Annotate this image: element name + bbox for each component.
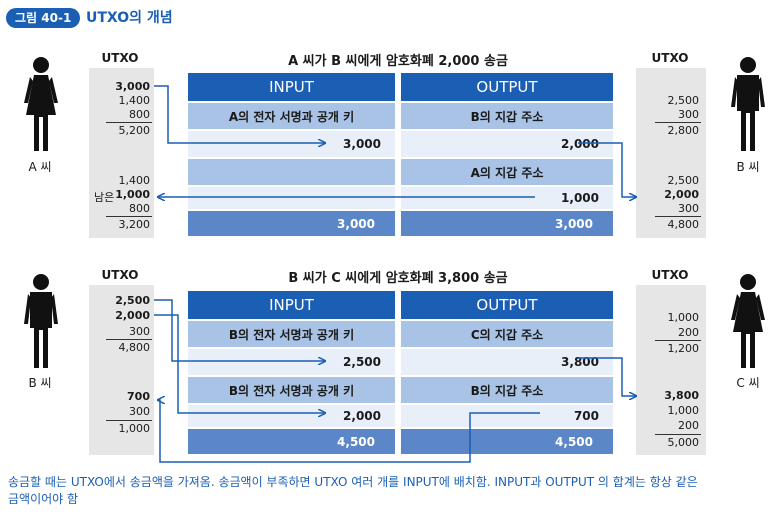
tx2-left-utxo-label: UTXO	[101, 268, 139, 282]
tx2-input-total: 4,500	[188, 429, 395, 454]
tx1-output-amount2: 1,000	[401, 187, 613, 209]
tx1-output-amount1: 2,000	[401, 131, 613, 157]
tx2-right-before-1: 1,000	[667, 311, 700, 324]
tx2-output-total: 4,500	[401, 429, 613, 454]
tx2-left-before-2: 2,000	[115, 309, 150, 322]
tx2-left-utxo-panel	[89, 285, 154, 455]
tx1-right-after-1: 2,500	[667, 174, 700, 187]
tx1-output-total: 3,000	[401, 211, 613, 236]
tx1-left-utxo-label: UTXO	[101, 51, 139, 65]
tx2-arrow-output-to-receiver	[578, 357, 636, 396]
tx1-input-header: INPUT	[188, 73, 395, 101]
tx1-output-header: OUTPUT	[401, 73, 613, 101]
tx2-output-addr1: C의 지갑 주소	[401, 321, 613, 347]
tx1-receiver-male-icon	[731, 57, 765, 151]
tx1-right-after-divider	[655, 216, 701, 217]
tx2-input-amount1: 2,500	[188, 349, 395, 375]
tx2-left-after-divider	[106, 420, 152, 421]
tx1-left-before-3: 800	[129, 108, 150, 121]
tx2-receiver-label: C 씨	[736, 376, 760, 390]
tx2-right-utxo-label: UTXO	[651, 268, 689, 282]
tx2-receiver-female-icon	[731, 274, 765, 368]
tx1-right-after-2: 2,000	[664, 188, 699, 201]
tx1-input-amount: 3,000	[188, 131, 395, 157]
tx1-right-before-2: 300	[678, 108, 699, 121]
tx1-input-empty	[188, 159, 395, 185]
tx2-title: B 씨가 C 씨에게 암호화폐 3,800 송금	[288, 271, 508, 286]
tx2-arrow-change-to-sender	[158, 400, 540, 463]
tx2-left-before-total: 4,800	[118, 341, 151, 354]
tx1-input-empty-amount	[188, 187, 395, 209]
tx2-output-addr2: B의 지갑 주소	[401, 377, 613, 403]
tx1-left-utxo-panel	[89, 68, 154, 238]
tx2-right-after-1: 3,800	[664, 389, 699, 402]
tx1-input-total: 3,000	[188, 211, 395, 236]
tx1-left-after-1: 1,400	[118, 174, 151, 187]
tx1-output-addr2: A의 지갑 주소	[401, 159, 613, 185]
tx1-right-utxo-label: UTXO	[651, 51, 689, 65]
tx1-sender-female-icon	[24, 57, 58, 151]
tx2-transaction-table: INPUT OUTPUT B의 전자 서명과 공개 키 C의 지갑 주소 2,5…	[188, 291, 613, 454]
tx1-transaction-table: INPUT OUTPUT A의 전자 서명과 공개 키 B의 지갑 주소 3,0…	[188, 73, 613, 236]
tx2-left-before-1: 2,500	[115, 294, 150, 307]
tx1-left-before-divider	[106, 122, 152, 123]
tx2-right-after-3: 200	[678, 419, 699, 432]
tx2-right-after-divider	[655, 434, 701, 435]
tx1-right-after-3: 300	[678, 202, 699, 215]
tx2-arrow-utxo2-to-input	[154, 314, 325, 413]
tx2-right-after-total: 5,000	[667, 436, 700, 449]
tx1-left-after-total: 3,200	[118, 218, 151, 231]
tx1-title: A 씨가 B 씨에게 암호화폐 2,000 송금	[288, 54, 508, 69]
tx1-left-before-2: 1,400	[118, 94, 151, 107]
tx2-right-before-divider	[655, 340, 701, 341]
tx1-left-after-2: 1,000	[115, 188, 150, 201]
tx2-input-key1: B의 전자 서명과 공개 키	[188, 321, 395, 347]
tx2-output-header: OUTPUT	[401, 291, 613, 319]
tx2-output-amount2: 700	[401, 405, 613, 427]
tx2-left-after-1: 700	[127, 390, 150, 403]
figure-badge: 그림 40-1	[6, 8, 81, 28]
tx1-receiver-label: B 씨	[736, 160, 760, 174]
tx2-right-utxo-panel	[636, 285, 706, 455]
tx1-right-before-total: 2,800	[667, 124, 700, 137]
tx1-right-after-total: 4,800	[667, 218, 700, 231]
tx2-input-amount2: 2,000	[188, 405, 395, 427]
tx2-left-after-total: 1,000	[118, 422, 151, 435]
tx2-input-key2: B의 전자 서명과 공개 키	[188, 377, 395, 403]
tx2-left-before-3: 300	[129, 325, 150, 338]
tx2-sender-male-icon	[24, 274, 58, 368]
tx1-arrow-utxo-to-input	[154, 85, 325, 143]
tx2-right-after-2: 1,000	[667, 404, 700, 417]
tx1-arrow-output-to-receiver	[578, 142, 636, 197]
tx1-output-addr1: B의 지갑 주소	[401, 103, 613, 129]
tx1-sender-label: A 씨	[28, 160, 52, 174]
figure-title: UTXO의 개념	[86, 10, 173, 26]
footnote: 송금할 때는 UTXO에서 송금액을 가져옴. 송금액이 부족하면 UTXO 여…	[8, 475, 698, 506]
tx1-left-after-3: 800	[129, 202, 150, 215]
tx2-input-header: INPUT	[188, 291, 395, 319]
tx1-left-before-total: 5,200	[118, 124, 151, 137]
tx2-left-before-divider	[106, 339, 152, 340]
tx2-left-after-2: 300	[129, 405, 150, 418]
tx1-right-before-1: 2,500	[667, 94, 700, 107]
tx2-right-before-2: 200	[678, 326, 699, 339]
tx1-right-utxo-panel	[636, 68, 706, 238]
tx2-right-before-total: 1,200	[667, 342, 700, 355]
tx1-left-after-divider	[106, 216, 152, 217]
tx2-sender-label: B 씨	[28, 376, 52, 390]
tx1-left-before-1: 3,000	[115, 80, 150, 93]
tx1-input-key: A의 전자 서명과 공개 키	[188, 103, 395, 129]
tx1-remain-label: 남은	[94, 191, 115, 204]
tx2-arrow-utxo1-to-input	[154, 299, 325, 361]
tx1-right-before-divider	[655, 122, 701, 123]
